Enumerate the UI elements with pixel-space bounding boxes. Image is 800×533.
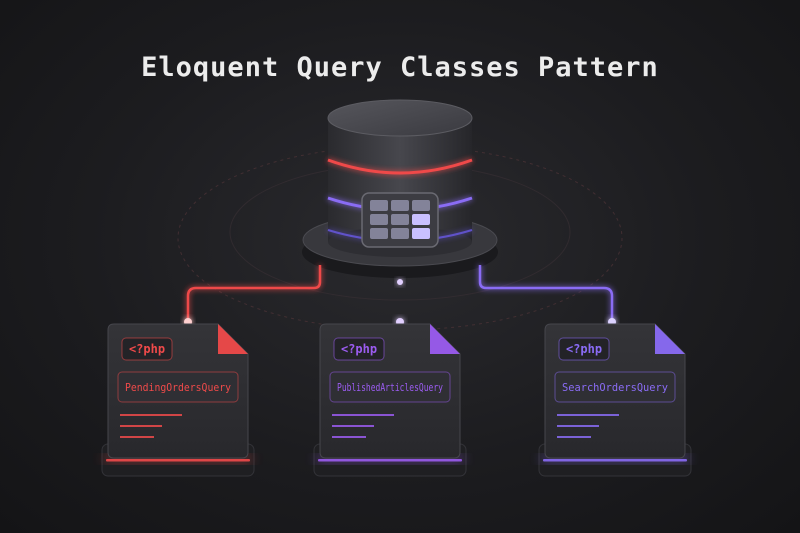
code-line	[557, 436, 591, 438]
php-tag-label: <?php	[341, 342, 377, 356]
folded-corner-icon	[218, 324, 248, 354]
grid-cell	[391, 228, 409, 239]
grid-cell	[391, 200, 409, 211]
folded-corner-icon	[655, 324, 685, 354]
code-line	[120, 425, 162, 427]
grid-cell	[370, 200, 388, 211]
folded-corner-icon	[430, 324, 460, 354]
connector-left	[184, 265, 322, 326]
connector-right	[478, 265, 616, 326]
grid-cell	[412, 214, 430, 225]
class-name-box	[554, 371, 676, 403]
grid-cell	[391, 214, 409, 225]
php-tag-pill	[558, 337, 610, 361]
grid-cell	[412, 228, 430, 239]
code-line	[332, 414, 394, 416]
php-tag-label: <?php	[566, 342, 602, 356]
grid-cell	[412, 200, 430, 211]
code-line	[332, 425, 374, 427]
grid-cell	[370, 214, 388, 225]
diagram-title: Eloquent Query Classes Pattern	[141, 52, 659, 83]
grid-table-icon	[361, 192, 439, 248]
query-class-name: SearchOrdersQuery	[562, 382, 668, 394]
class-name-box	[117, 371, 239, 403]
code-line	[120, 436, 154, 438]
code-line	[120, 414, 182, 416]
query-class-name: PendingOrdersQuery	[125, 382, 231, 394]
class-name-box	[329, 371, 451, 403]
php-tag-label: <?php	[129, 342, 165, 356]
php-tag-pill	[333, 337, 385, 361]
code-line	[557, 425, 599, 427]
grid-cell	[370, 228, 388, 239]
code-line	[557, 414, 619, 416]
code-line	[332, 436, 366, 438]
php-tag-pill	[121, 337, 173, 361]
query-class-name: PublishedArticlesQuery	[337, 382, 443, 394]
